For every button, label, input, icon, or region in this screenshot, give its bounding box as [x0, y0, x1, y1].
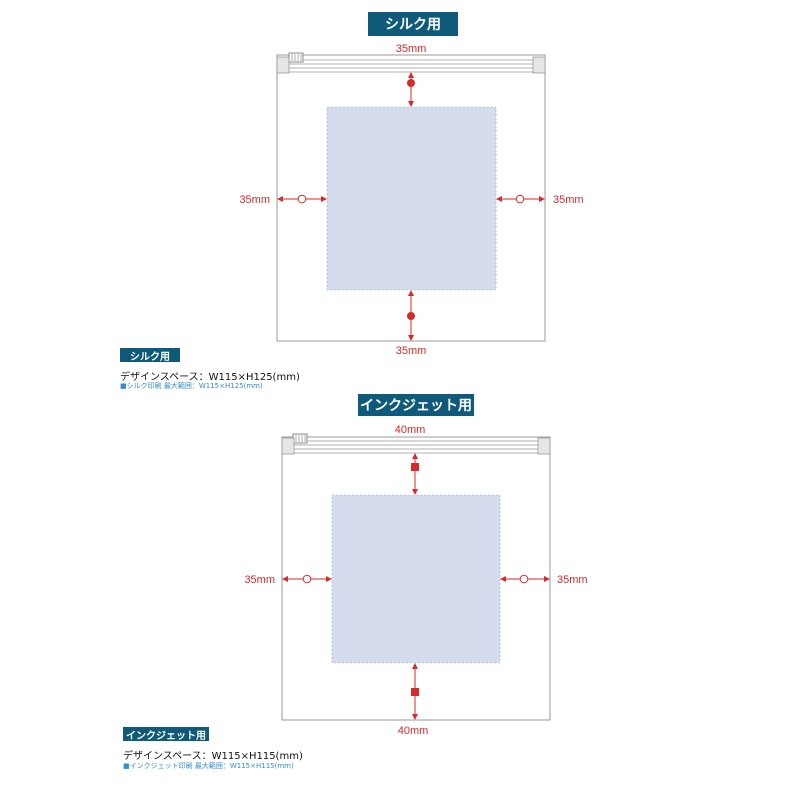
silk-bag: 35mm 35mm 35mm 35mm — [239, 43, 583, 357]
silk-section-title: シルク用 — [368, 12, 458, 36]
inkjet-right-margin-label: 35mm — [557, 574, 588, 586]
inkjet-design-space: デザインスペース：W115×H115(mm) — [123, 751, 303, 762]
inkjet-section-title: インクジェット用 — [358, 394, 474, 416]
silk-caption-label: シルク用 — [120, 348, 180, 363]
inkjet-top-square-icon — [411, 463, 419, 471]
inkjet-top-margin-label: 40mm — [395, 424, 426, 436]
silk-right-ring-icon — [515, 194, 525, 204]
inkjet-zipper-endcap-icon — [537, 437, 551, 455]
inkjet-bottom-square-icon — [411, 688, 419, 696]
silk-left-ring-icon — [297, 194, 307, 204]
inkjet-print-area — [331, 494, 501, 664]
inkjet-caption-label: インクジェット用 — [123, 727, 209, 742]
silk-left-margin-label: 35mm — [239, 194, 270, 206]
silk-bottom-margin-label: 35mm — [396, 345, 427, 357]
inkjet-left-margin-label: 35mm — [244, 574, 275, 586]
silk-bottom-dot-icon — [407, 312, 415, 320]
inkjet-bag: 40mm 40mm 35mm 35mm — [244, 424, 587, 737]
inkjet-right-ring-icon — [519, 574, 529, 584]
silk-top-margin-label: 35mm — [396, 43, 427, 55]
inkjet-left-ring-icon — [302, 574, 312, 584]
silk-top-dot-icon — [407, 79, 415, 87]
inkjet-bottom-margin-label: 40mm — [398, 725, 429, 737]
silk-print-area — [326, 106, 497, 291]
silk-zipper-endcap-icon — [276, 56, 290, 74]
silk-zipper-endcap-icon — [532, 56, 546, 74]
silk-design-space: デザインスペース：W115×H125(mm) — [120, 372, 300, 383]
silk-print-range: ■シルク印刷 最大範囲：W115×H125(mm) — [120, 382, 263, 390]
silk-right-margin-label: 35mm — [553, 194, 584, 206]
inkjet-zipper-endcap-icon — [281, 437, 295, 455]
inkjet-print-range: ■インクジェット印刷 最大範囲：W115×H115(mm) — [123, 762, 294, 770]
